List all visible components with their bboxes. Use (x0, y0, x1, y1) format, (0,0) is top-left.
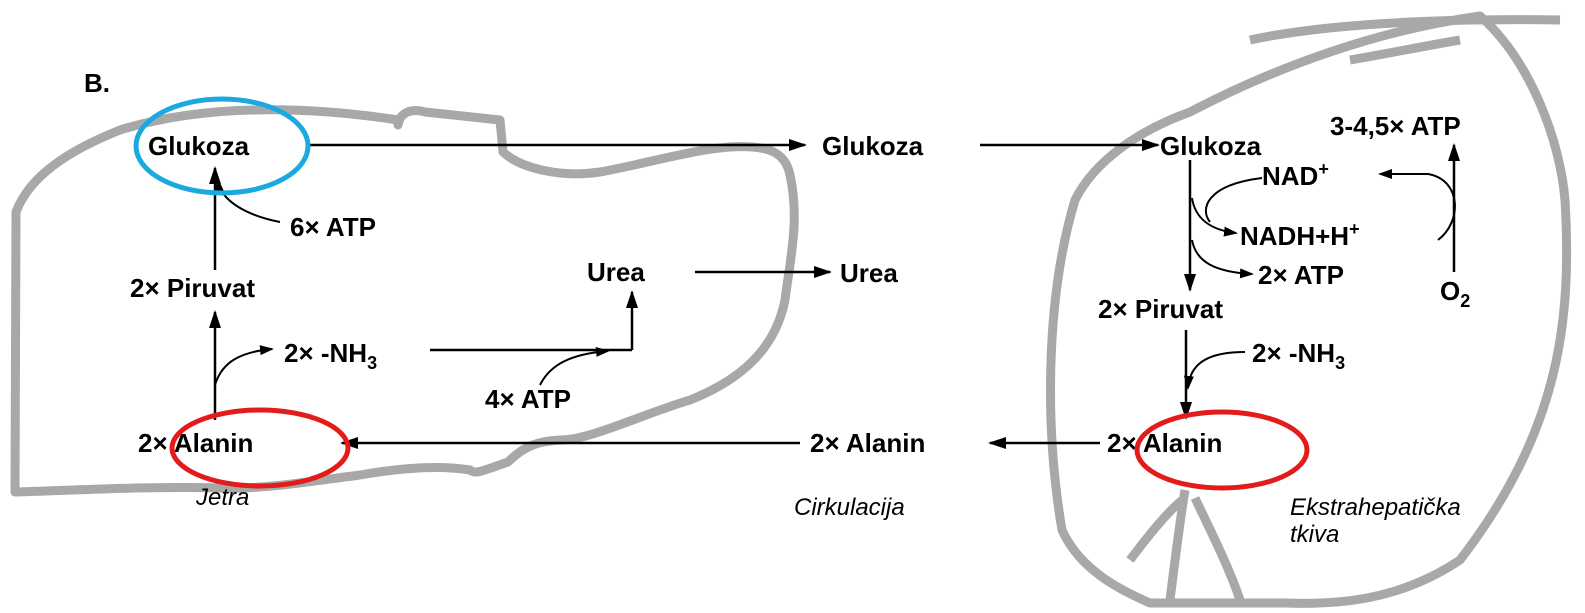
nh3-uptake-arrow (1183, 351, 1246, 390)
liver-nh3-label: 2× -NH3 (284, 338, 377, 373)
circulation-urea-label: Urea (840, 258, 898, 288)
tissue-alanine-label: 2× Alanin (1107, 428, 1222, 458)
liver-outline (10, 105, 799, 497)
tissue-nh3-label: 2× -NH3 (1252, 338, 1345, 373)
tissue-alanine-highlight-circle (1134, 409, 1310, 491)
liver-6atp-label: 6× ATP (290, 212, 376, 242)
liver-region-label: Jetra (195, 484, 249, 511)
tissue-atp-yield-label: 3-4,5× ATP (1330, 111, 1461, 141)
liver-4atp-label: 4× ATP (485, 384, 571, 414)
nadh-formation-arrow (1191, 197, 1238, 237)
atp4-input-arrow (539, 346, 610, 386)
liver-alanine-label: 2× Alanin (138, 428, 253, 458)
circulation-glucose-label: Glukoza (822, 131, 924, 161)
liver-alanine-highlight-circle (169, 407, 351, 489)
tissue-o2-label: O2 (1440, 276, 1470, 311)
atp6-input-arrow (214, 178, 281, 223)
atp2-formation-arrow (1191, 239, 1254, 279)
tissue-pyruvate-label: 2× Piruvat (1098, 294, 1223, 324)
glucose-highlight-circle (133, 96, 311, 196)
tissue-fold-outline (1126, 15, 1561, 602)
liver-urea-label: Urea (587, 257, 645, 287)
tissue-nadh-label: NADH+H+ (1240, 219, 1360, 251)
tissue-region-label-2: tkiva (1290, 521, 1339, 548)
liver-pyruvate-label: 2× Piruvat (130, 273, 255, 303)
panel-label: B. (84, 68, 110, 98)
liver-glucose-label: Glukoza (148, 131, 250, 161)
nh3-release-arrow (214, 345, 274, 386)
circulation-region-label: Cirkulacija (794, 494, 905, 521)
tissue-nad-label: NAD+ (1262, 159, 1329, 191)
tissue-2atp-label: 2× ATP (1258, 260, 1344, 290)
nad-loop-line (1205, 177, 1263, 223)
tissue-glucose-label: Glukoza (1160, 131, 1262, 161)
tissue-region-label-1: Ekstrahepatička (1290, 494, 1461, 521)
circulation-alanine-label: 2× Alanin (810, 428, 925, 458)
nad-regeneration-arrow (1378, 169, 1456, 241)
